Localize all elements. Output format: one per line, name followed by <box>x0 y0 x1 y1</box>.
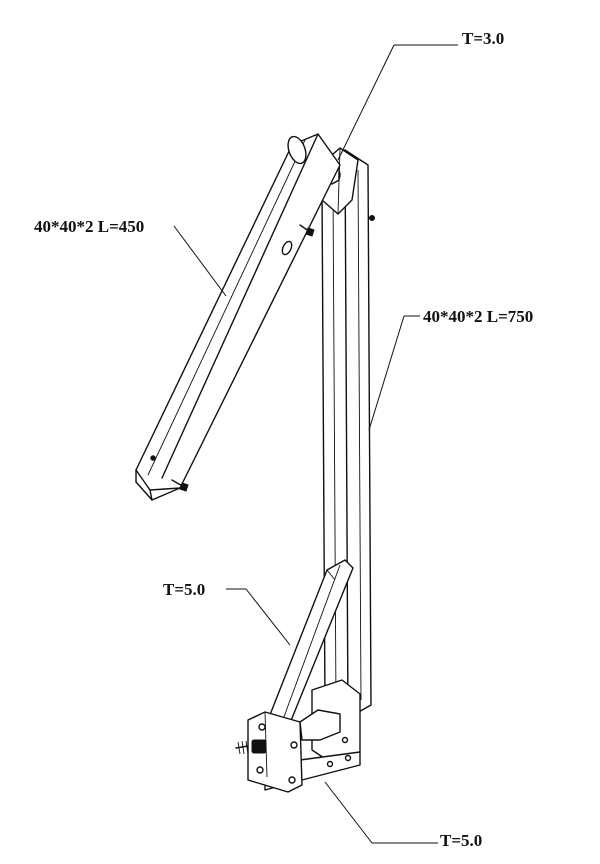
label-base-bracket: T=5.0 <box>440 831 482 850</box>
label-short-tube: 40*40*2 L=450 <box>34 217 144 236</box>
short-angled-tube <box>135 133 341 501</box>
leader-gusset <box>226 588 291 646</box>
screw-upper <box>299 224 315 237</box>
base-bracket <box>235 679 361 793</box>
screw-lower <box>171 479 189 492</box>
leader-base-bracket <box>324 781 438 844</box>
label-gusset: T=5.0 <box>163 580 205 599</box>
label-top-plate: T=3.0 <box>462 29 504 48</box>
long-vertical-tube <box>321 149 375 719</box>
label-long-tube: 40*40*2 L=750 <box>423 307 533 326</box>
leader-short-tube <box>173 225 227 297</box>
leader-long-tube <box>368 315 420 431</box>
leader-top-plate <box>337 44 458 161</box>
